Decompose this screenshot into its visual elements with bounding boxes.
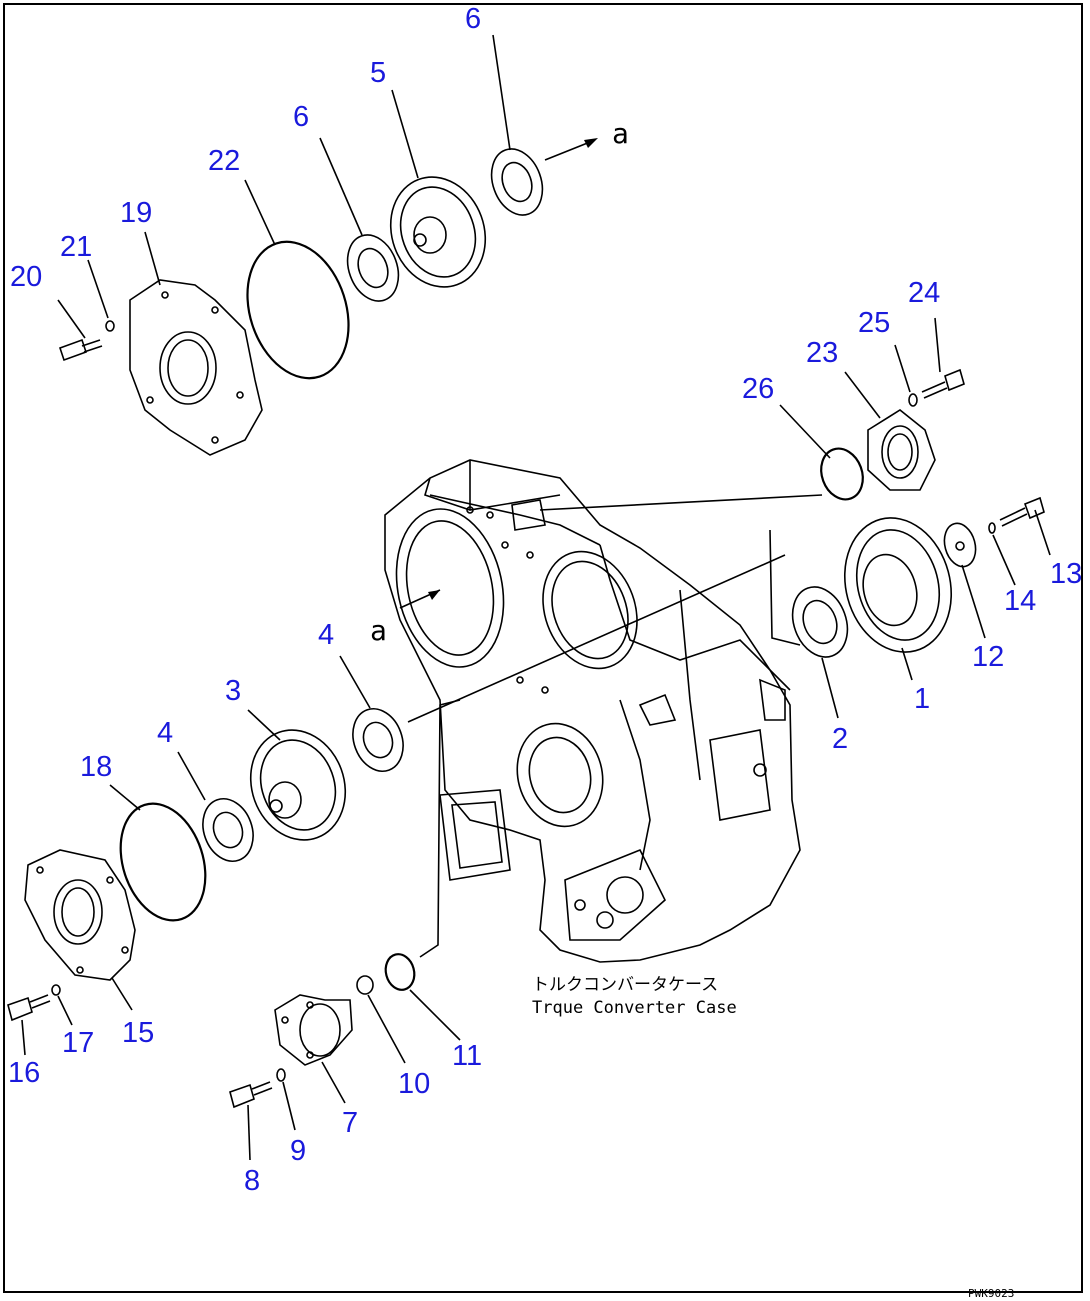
callout-25: 25 [858,307,890,339]
washer-21 [105,320,115,332]
callout-9: 9 [290,1135,306,1167]
callout-12: 12 [972,641,1004,673]
callout-18: 18 [80,751,112,783]
callout-16: 16 [8,1057,40,1089]
bolt-13 [999,496,1045,527]
bearing-6-upper [490,148,544,216]
o-ring-18 [119,802,207,922]
callout-21: 21 [60,231,92,263]
callout-1: 1 [914,683,930,715]
cover-15 [24,849,136,981]
o-ring-26 [820,447,864,501]
callout-10: 10 [398,1068,430,1100]
callout-4-right: 4 [318,619,334,651]
gear-3 [249,729,347,841]
callout-6-lower: 6 [293,101,309,133]
callout-23: 23 [806,337,838,369]
leader-lines [21,34,1051,1161]
bearing-4-left [202,798,254,862]
case-label-jp: トルクコンバータケース [532,975,718,995]
bearing-2 [791,586,849,658]
callout-3: 3 [225,675,241,707]
bearing-6-lower [346,234,400,302]
o-ring-22 [246,240,350,380]
callout-22: 22 [208,145,240,177]
callout-24: 24 [908,277,940,309]
bolt-16 [7,994,51,1022]
callout-15: 15 [122,1017,154,1049]
callout-8: 8 [244,1165,260,1197]
cover-23 [867,409,936,491]
assembly-lines [407,494,823,958]
washer-9 [276,1068,286,1082]
callout-14: 14 [1004,585,1036,617]
callout-13: 13 [1050,558,1082,590]
gear-1 [843,517,953,653]
callout-4-left: 4 [157,717,173,749]
plug-10 [356,975,374,995]
callout-26: 26 [742,373,774,405]
bolt-24 [921,368,965,399]
washer-17 [51,984,61,996]
callout-11: 11 [452,1040,482,1072]
callout-5: 5 [370,57,386,89]
bolt-8 [229,1081,273,1109]
gear-5 [389,176,487,288]
view-arrow-a-top [544,138,598,161]
callout-7: 7 [342,1107,358,1139]
washer-12 [943,522,977,568]
washer-25 [908,393,918,407]
callout-20: 20 [10,261,42,293]
torque-converter-case [384,459,801,963]
bolt-20 [58,338,103,362]
housing-7 [274,994,353,1066]
callout-6-upper: 6 [465,3,481,35]
callouts: 1 2 3 4 4 5 6 6 7 8 9 10 11 12 13 14 15 … [8,3,1082,1197]
view-arrow-a-case [399,589,441,609]
drawing-code: PWK9023 [968,1287,1014,1300]
view-label-a-case: a [370,614,387,647]
washer-14 [988,522,996,534]
diagram-frame [3,3,1083,1293]
bearing-4-right [352,708,404,772]
callout-17: 17 [62,1027,94,1059]
o-ring-11 [384,953,416,991]
case-label-en: Trque Converter Case [532,998,737,1018]
callout-19: 19 [120,197,152,229]
callout-2: 2 [832,723,848,755]
view-label-a-top: a [612,117,629,150]
cover-19 [129,279,263,456]
